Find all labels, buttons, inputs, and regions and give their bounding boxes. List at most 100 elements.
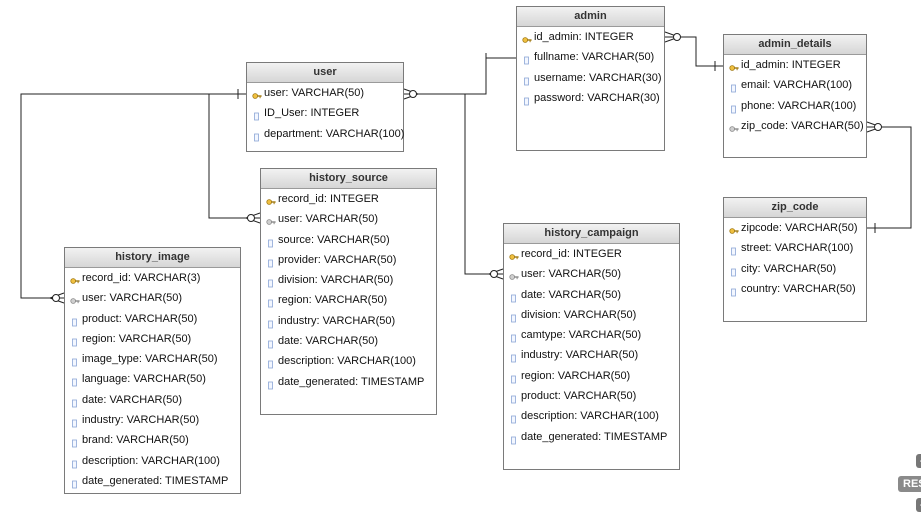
table-column: record_id: INTEGER <box>261 189 436 209</box>
column-label: zip_code: VARCHAR(50) <box>741 119 864 132</box>
table-history-image[interactable]: history_image record_id: VARCHAR(3) user:… <box>64 247 241 494</box>
column-label: fullname: VARCHAR(50) <box>534 51 655 64</box>
table-title: admin_details <box>724 35 866 55</box>
column-icon <box>509 290 519 302</box>
edge-user-history-image[interactable] <box>20 93 209 299</box>
zoom-in-button[interactable]: + <box>916 454 921 468</box>
column-label: record_id: VARCHAR(3) <box>82 272 201 284</box>
column-icon <box>70 456 80 469</box>
table-column: id_admin: INTEGER <box>724 55 866 75</box>
zoom-reset-button[interactable]: RES <box>898 476 921 492</box>
column-label: description: VARCHAR(100) <box>278 355 416 368</box>
column-icon <box>252 129 262 141</box>
column-label: industry: VARCHAR(50) <box>278 314 396 327</box>
table-title: admin <box>517 7 664 27</box>
column-label: description: VARCHAR(100) <box>82 454 220 467</box>
column-label: region: VARCHAR(50) <box>278 294 388 307</box>
column-icon <box>522 93 532 106</box>
column-label: industry: VARCHAR(50) <box>82 414 200 427</box>
table-column: email: VARCHAR(100) <box>724 75 866 95</box>
primary-key-icon <box>729 60 739 71</box>
table-column: country: VARCHAR(50) <box>724 279 866 299</box>
edge-admin-user[interactable] <box>404 57 516 95</box>
column-label: street: VARCHAR(100) <box>741 242 854 255</box>
column-icon <box>70 395 80 408</box>
column-icon <box>266 316 276 329</box>
column-icon <box>266 356 276 369</box>
primary-key-icon <box>266 194 276 205</box>
table-column: date_generated: TIMESTAMP <box>261 372 436 392</box>
column-label: image_type: VARCHAR(50) <box>82 353 218 366</box>
table-column: record_id: INTEGER <box>504 244 679 264</box>
column-icon <box>509 432 519 445</box>
table-title: history_image <box>65 248 240 268</box>
column-label: date: VARCHAR(50) <box>278 335 379 348</box>
column-icon <box>509 330 519 343</box>
table-column: date_generated: TIMESTAMP <box>504 427 679 447</box>
foreign-key-icon <box>509 269 519 281</box>
table-column: user: VARCHAR(50) <box>247 83 403 103</box>
column-label: id_admin: INTEGER <box>741 59 841 71</box>
column-label: zipcode: VARCHAR(50) <box>741 222 858 234</box>
column-icon <box>252 108 262 121</box>
table-column: camtype: VARCHAR(50) <box>504 325 679 345</box>
edge-user-history-source[interactable] <box>208 93 260 219</box>
column-label: description: VARCHAR(100) <box>521 410 659 423</box>
column-label: source: VARCHAR(50) <box>278 233 390 246</box>
table-column: user: VARCHAR(50) <box>261 209 436 229</box>
foreign-key-icon <box>266 214 276 226</box>
edge-zip-code-admin-details[interactable] <box>867 126 912 229</box>
column-label: user: VARCHAR(50) <box>278 213 379 226</box>
column-label: user: VARCHAR(50) <box>82 292 183 305</box>
column-icon <box>729 243 739 256</box>
column-icon <box>729 101 739 113</box>
column-label: date_generated: TIMESTAMP <box>278 375 425 388</box>
edge-admin-history-campaign[interactable] <box>464 94 503 275</box>
table-column: date: VARCHAR(50) <box>261 331 436 351</box>
table-column: zipcode: VARCHAR(50) <box>724 218 866 238</box>
table-column: industry: VARCHAR(50) <box>65 410 240 430</box>
table-column: product: VARCHAR(50) <box>65 309 240 329</box>
column-icon <box>70 374 80 387</box>
table-column: user: VARCHAR(50) <box>504 264 679 284</box>
table-title: zip_code <box>724 198 866 218</box>
column-label: email: VARCHAR(100) <box>741 79 853 92</box>
primary-key-icon <box>70 273 80 284</box>
column-icon <box>70 435 80 448</box>
column-label: user: VARCHAR(50) <box>264 87 365 99</box>
column-label: division: VARCHAR(50) <box>278 274 394 287</box>
table-title: history_campaign <box>504 224 679 244</box>
table-history-source[interactable]: history_source record_id: INTEGER user: V… <box>260 168 437 415</box>
table-column: department: VARCHAR(100) <box>247 124 404 144</box>
zoom-out-button[interactable]: − <box>916 498 921 512</box>
column-icon <box>266 377 276 390</box>
table-column: description: VARCHAR(100) <box>261 351 436 371</box>
table-history-campaign[interactable]: history_campaign record_id: INTEGER user:… <box>503 223 680 470</box>
column-icon <box>729 284 739 297</box>
table-column: provider: VARCHAR(50) <box>261 250 436 270</box>
table-column: city: VARCHAR(50) <box>724 259 866 279</box>
column-label: user: VARCHAR(50) <box>521 268 622 281</box>
column-label: date_generated: TIMESTAMP <box>82 474 229 487</box>
table-admin-details[interactable]: admin_details id_admin: INTEGER email: VA… <box>723 34 867 158</box>
column-label: region: VARCHAR(50) <box>82 332 192 345</box>
table-zip-code[interactable]: zip_code zipcode: VARCHAR(50) street: VAR… <box>723 197 867 322</box>
column-label: language: VARCHAR(50) <box>82 373 206 386</box>
edge-admin-details-admin[interactable] <box>665 36 723 67</box>
column-label: record_id: INTEGER <box>521 248 622 260</box>
table-title: history_source <box>261 169 436 189</box>
table-column: username: VARCHAR(30) <box>517 68 664 88</box>
column-label: date: VARCHAR(50) <box>521 288 622 301</box>
column-label: record_id: INTEGER <box>278 193 379 205</box>
edge-optional-marker <box>247 214 255 222</box>
column-icon <box>509 371 519 384</box>
column-label: ID_User: INTEGER <box>264 107 360 120</box>
column-label: city: VARCHAR(50) <box>741 262 837 275</box>
primary-key-icon <box>522 32 532 43</box>
column-icon <box>266 275 276 288</box>
table-column: division: VARCHAR(50) <box>504 305 679 325</box>
table-column: industry: VARCHAR(50) <box>504 345 679 365</box>
